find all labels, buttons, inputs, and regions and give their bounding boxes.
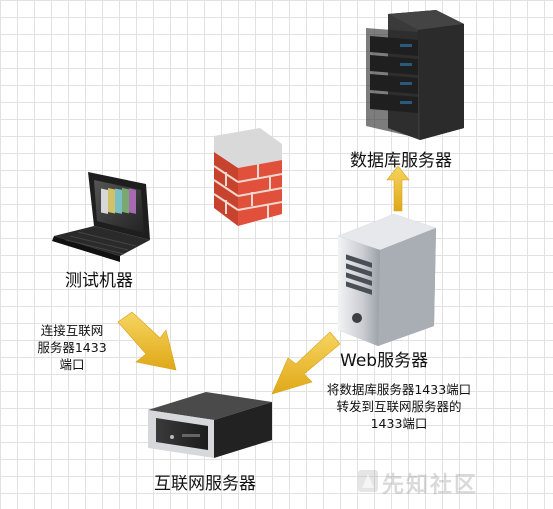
right-annotation-line-1: 将数据库服务器1433端口 (326, 382, 472, 397)
database-server-icon (366, 10, 464, 140)
right-annotation-line-2: 转发到互联网服务器的 (336, 399, 462, 414)
web-server-icon (338, 214, 436, 346)
test-machine-label: 测试机器 (65, 271, 133, 291)
watermark-logo-icon (358, 470, 378, 492)
left-annotation-line-1: 连接互联网 (40, 323, 104, 338)
watermark-text: 先知社区 (382, 473, 479, 498)
db-server-label: 数据库服务器 (350, 151, 452, 171)
right-annotation: 将数据库服务器1433端口 转发到互联网服务器的 1433端口 (300, 381, 498, 432)
screen-color-bars (101, 187, 136, 214)
arrow-web-to-internet (271, 331, 341, 395)
left-annotation-line-2: 服务器1433 (37, 340, 107, 355)
arrow-web-to-db (386, 165, 410, 212)
firewall-icon (213, 128, 283, 226)
left-annotation-line-3: 端口 (59, 357, 85, 372)
left-annotation: 连接互联网 服务器1433 端口 (24, 322, 120, 373)
right-annotation-line-3: 1433端口 (370, 416, 428, 431)
arrow-test-to-internet (117, 311, 177, 371)
laptop-icon (52, 172, 150, 262)
internet-server-icon (148, 392, 272, 458)
internet-server-label: 互联网服务器 (154, 474, 256, 494)
drive-slots (346, 254, 372, 295)
web-server-label: Web服务器 (340, 351, 429, 371)
